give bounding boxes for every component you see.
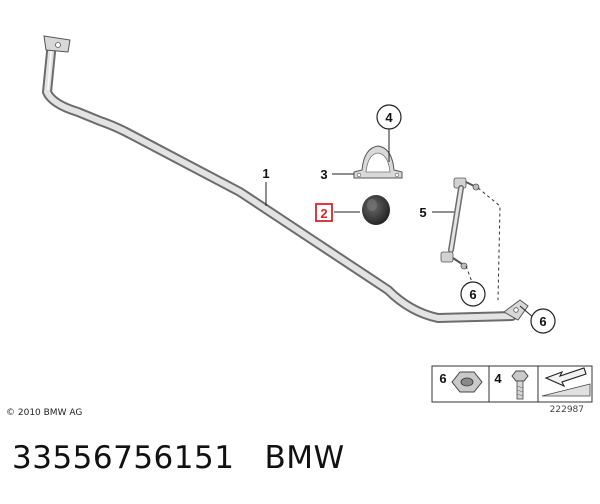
panel-label-nut: 6 bbox=[439, 371, 446, 386]
brand-name: BMW bbox=[264, 440, 345, 476]
hardware-panel: 6 4 bbox=[431, 365, 593, 403]
copyright-text: © 2010 BMW AG bbox=[6, 408, 82, 418]
callout-part-1: 1 bbox=[262, 166, 269, 181]
stabilizer-link bbox=[440, 177, 480, 270]
callout-part-5: 5 bbox=[419, 205, 426, 220]
drawing-number: 222987 bbox=[550, 405, 584, 415]
panel-label-bolt: 4 bbox=[494, 371, 502, 386]
direction-arrow-icon bbox=[541, 367, 591, 397]
stabilizer-clamp bbox=[353, 145, 403, 179]
callout-part-6a: 6 bbox=[469, 287, 476, 302]
callout-part-6b: 6 bbox=[539, 314, 546, 329]
hex-nut-icon bbox=[451, 371, 483, 393]
rubber-bushing bbox=[362, 195, 390, 225]
callout-circle-6a bbox=[460, 281, 486, 307]
callout-part-3: 3 bbox=[320, 167, 327, 182]
bolt-icon bbox=[511, 370, 529, 400]
part-number: 33556756151 bbox=[12, 440, 235, 476]
caption: 33556756151 BMW bbox=[12, 440, 345, 476]
callout-part-4: 4 bbox=[385, 110, 393, 125]
assembly-lines bbox=[465, 187, 501, 301]
callout-part-2: 2 bbox=[320, 206, 327, 221]
highlight-box bbox=[315, 203, 333, 222]
stabilizer-bar bbox=[42, 35, 529, 323]
callout-circle-6b bbox=[530, 308, 556, 334]
